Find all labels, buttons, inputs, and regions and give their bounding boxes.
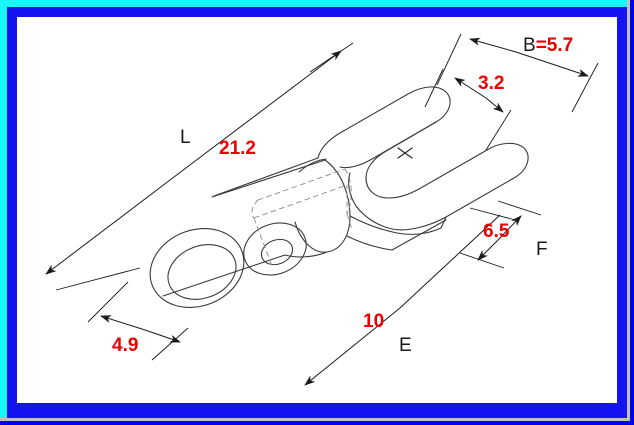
fork-prong-lower (391, 142, 529, 231)
fork-prong-upper (317, 86, 451, 169)
drawing-canvas (17, 17, 617, 403)
dimension-label-L: L (180, 127, 191, 148)
hidden-metal-barrel (251, 168, 353, 267)
dimension-value-B: =5.7 (535, 35, 574, 56)
dimension-lines (45, 33, 599, 386)
dim-line-L (45, 42, 354, 291)
dim-line-B (436, 33, 599, 113)
dimension-label-B-letter: B (523, 35, 536, 56)
terminal-part-outline (149, 86, 529, 308)
dim-line-slot-width (424, 68, 512, 151)
dimension-value-slot-width: 3.2 (478, 73, 505, 94)
inspection-hole (243, 222, 307, 276)
dimension-value-E: 10 (363, 311, 385, 332)
dimension-value-F: 6.5 (483, 221, 510, 242)
dimension-value-L: 21.2 (219, 138, 256, 159)
dim-line-diameter (87, 281, 189, 361)
dimension-label-F: F (536, 239, 548, 260)
fork-slot (365, 121, 488, 199)
dimension-label-B: B=5.7 (523, 36, 573, 55)
center-cross-mark (397, 147, 413, 159)
dim-line-E (304, 207, 520, 386)
insulation-sleeve (149, 157, 351, 308)
dimension-label-E: E (399, 335, 412, 356)
dim-line-F (459, 200, 542, 269)
terminal-neck (298, 158, 398, 251)
fork-tongue-base (348, 172, 447, 251)
dimension-value-diameter: 4.9 (112, 335, 139, 356)
